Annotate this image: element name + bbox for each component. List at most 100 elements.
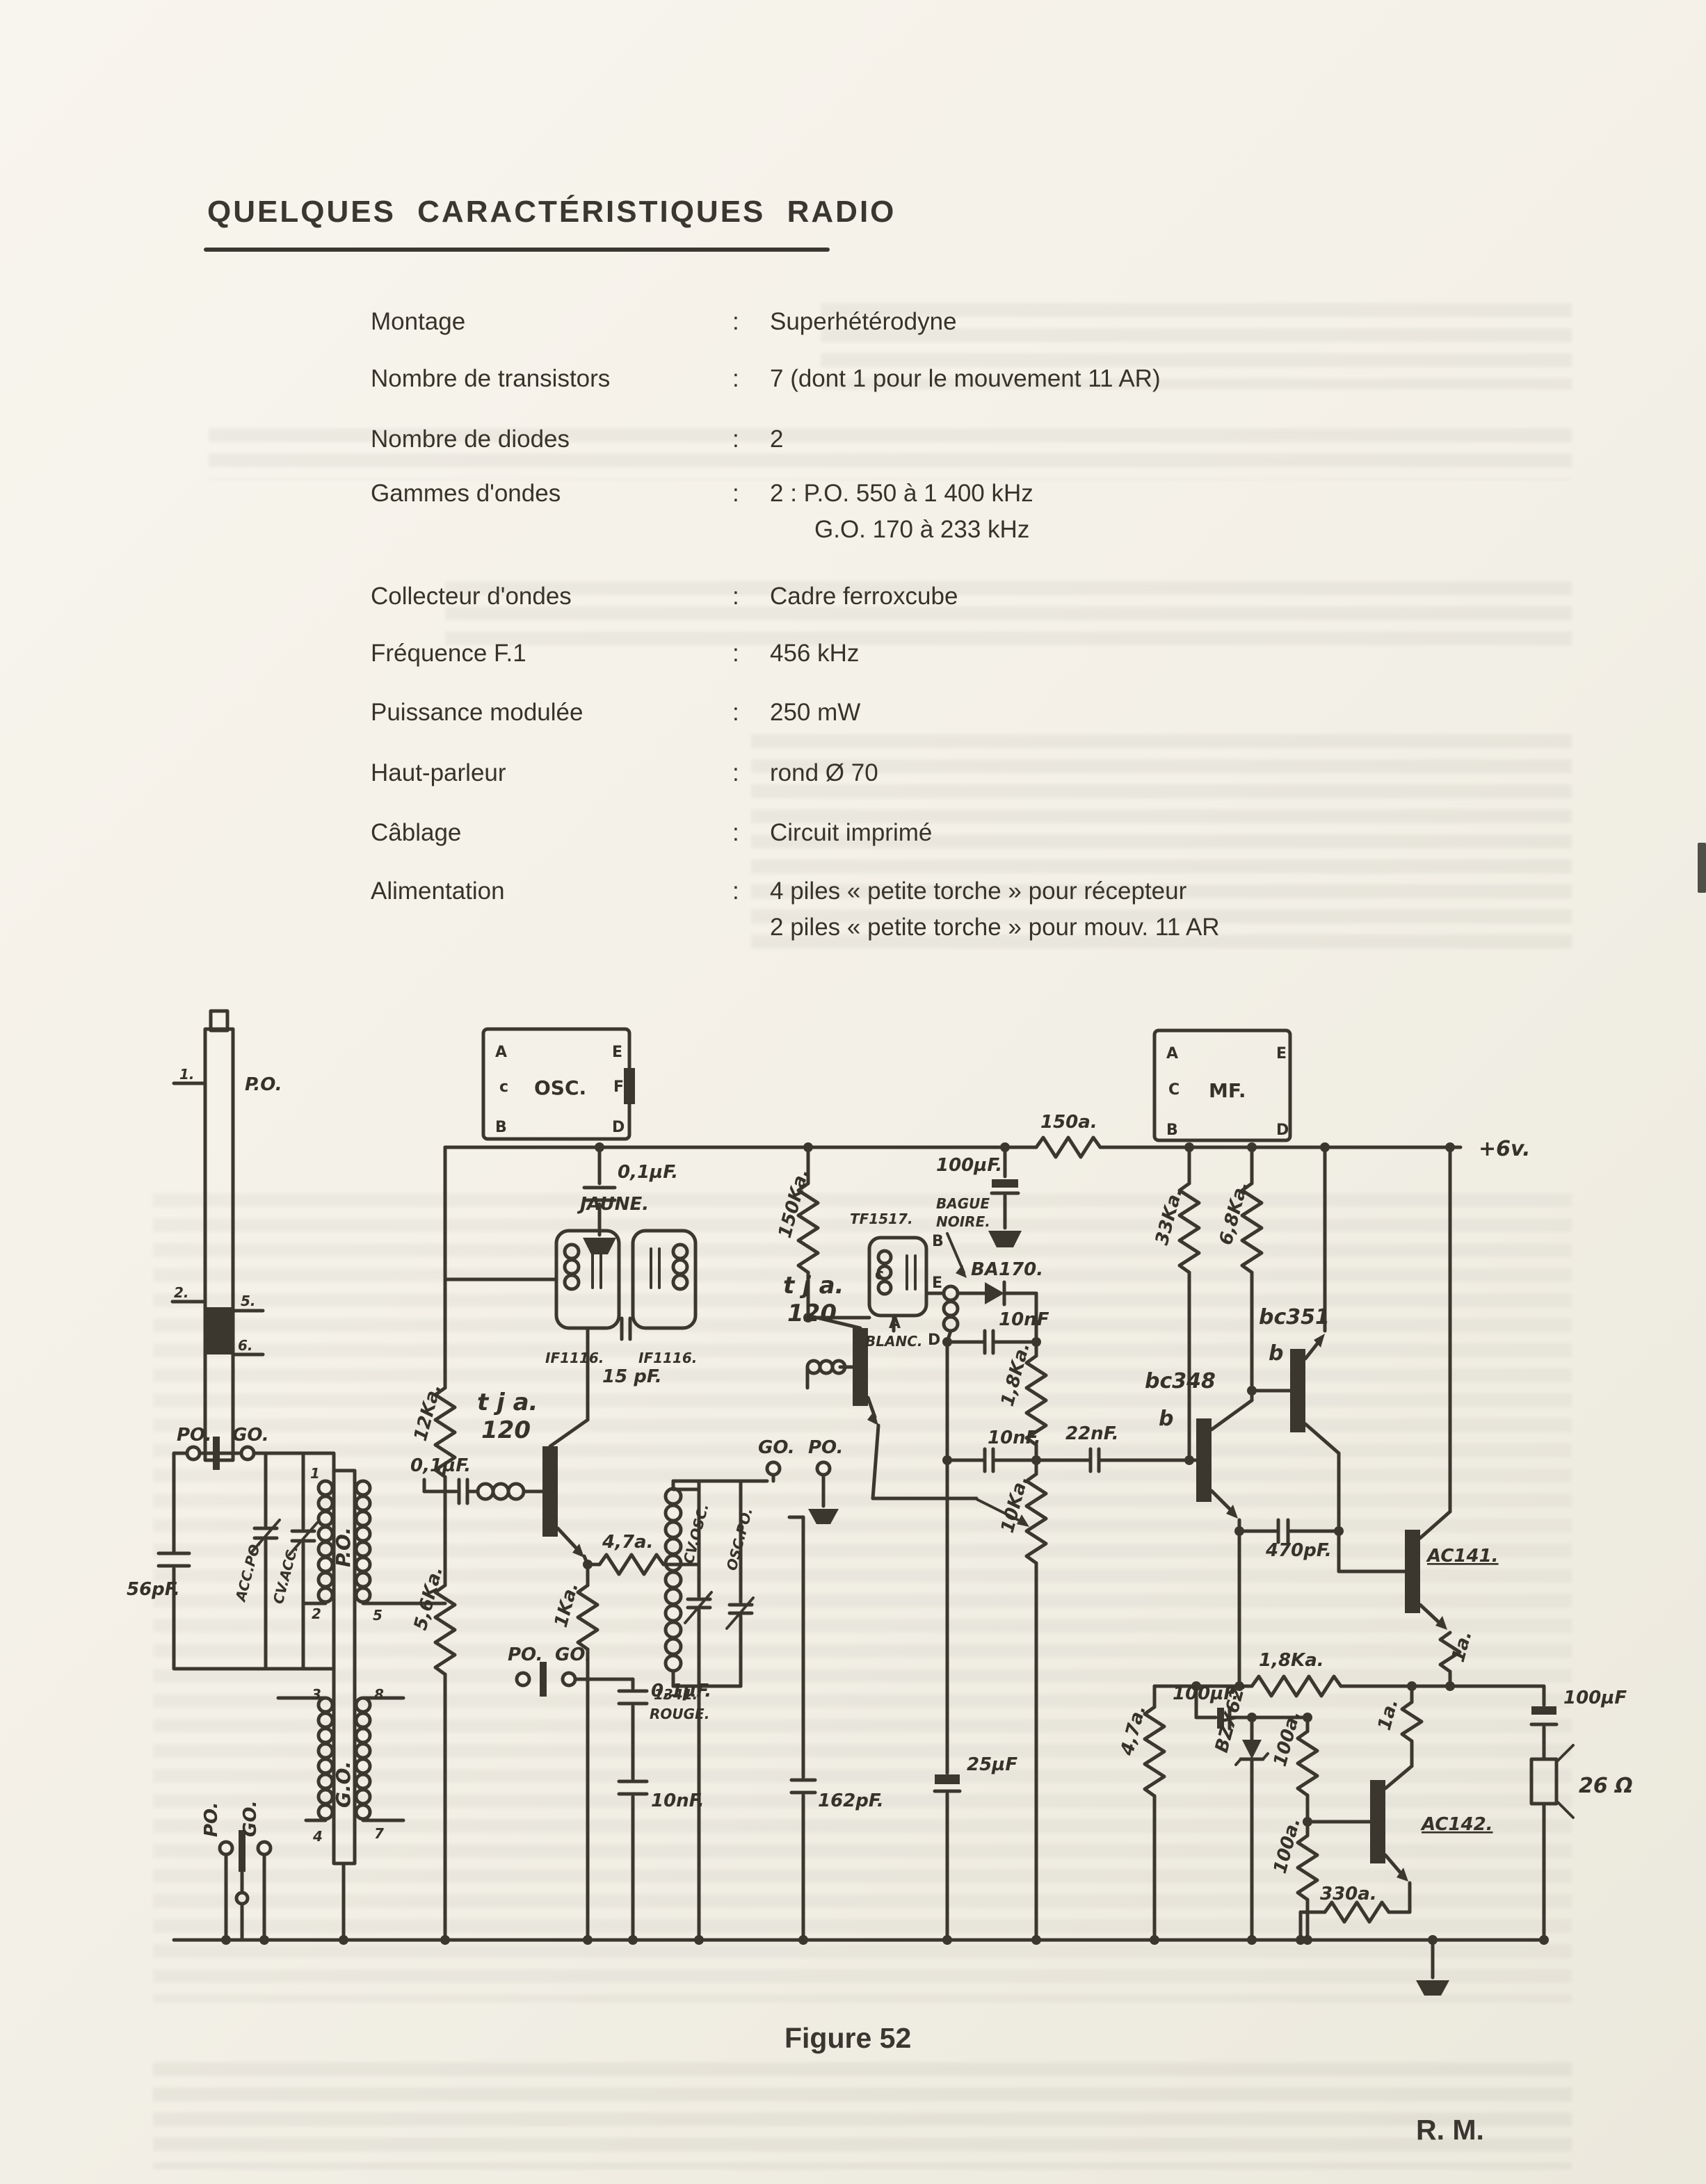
schematic-label: E: [1276, 1045, 1287, 1062]
schematic-label: B: [932, 1233, 944, 1250]
bleed-through: [751, 723, 1572, 953]
schematic-label: b: [1159, 1407, 1173, 1431]
spec-row: Nombre de diodes : 2: [371, 426, 1595, 502]
schematic-label: PO.: [201, 1802, 222, 1837]
spec-colon: :: [732, 819, 739, 846]
spec-colon: :: [732, 759, 739, 786]
schematic-label: 2: [312, 1605, 321, 1622]
schematic-label: 100µF.: [1173, 1683, 1239, 1704]
schematic-label: 1,8Ka.: [1259, 1650, 1324, 1671]
schematic-label: G.O.: [332, 1761, 355, 1808]
schematic-label: ACC.PO.: [232, 1538, 264, 1605]
spec-value-line1: 2: [770, 426, 784, 453]
schematic-label: 1Ka.: [551, 1580, 583, 1630]
schematic-label: CV.ACC.: [270, 1544, 302, 1606]
spec-row: Haut-parleur : rond Ø 70: [371, 759, 1595, 836]
schematic-label: 330a.: [1320, 1884, 1377, 1904]
schematic-label: NOIRE.: [936, 1213, 990, 1230]
schematic-label: 1a.: [1448, 1628, 1476, 1665]
schematic-label: B: [1166, 1122, 1178, 1139]
schematic-label: 162pF.: [818, 1790, 884, 1811]
spec-label: Fréquence F.1: [371, 640, 526, 667]
schematic-label: IF1116.: [638, 1350, 697, 1366]
schematic-label: 10nF.: [651, 1790, 705, 1811]
schematic-label: MF.: [1209, 1079, 1246, 1102]
spec-value: rond Ø 70: [770, 759, 878, 787]
spec-value-line1: 456 kHz: [770, 640, 860, 667]
spec-row: Câblage : Circuit imprimé: [371, 819, 1595, 896]
schematic-label: 470pF.: [1265, 1540, 1332, 1561]
spec-value: Circuit imprimé: [770, 819, 932, 847]
spec-label: Haut-parleur: [371, 759, 506, 786]
spec-colon: :: [732, 699, 739, 726]
spec-label: Câblage: [371, 819, 462, 846]
spec-row: Montage : Superhétérodyne: [371, 308, 1595, 385]
spec-row: Nombre de transistors : 7 (dont 1 pour l…: [371, 365, 1595, 442]
schematic-label: 4,7a.: [602, 1532, 653, 1553]
schematic-label: bc351: [1259, 1305, 1330, 1329]
schematic-label: A: [495, 1044, 507, 1061]
spec-row: Alimentation : 4 piles « petite torche »…: [371, 877, 1595, 954]
spec-colon: :: [732, 583, 739, 610]
spec-colon: :: [732, 426, 739, 453]
schematic-label: 1341.: [654, 1686, 698, 1703]
schematic-label: 5: [373, 1607, 383, 1624]
schematic-label: 12Ka.: [410, 1382, 446, 1443]
schematic-label: BLANC.: [865, 1333, 922, 1350]
schematic-label: 6.: [238, 1337, 253, 1354]
schematic-label: D: [1276, 1122, 1289, 1139]
spec-colon: :: [732, 365, 739, 392]
schematic-label: 1: [310, 1465, 320, 1482]
bleed-through: [445, 570, 1572, 654]
schematic-label: 1a.: [1374, 1697, 1403, 1733]
spec-value-line1: Superhétérodyne: [770, 308, 957, 335]
bleed-through: [821, 292, 1572, 389]
spec-value: 250 mW: [770, 699, 860, 727]
schematic-label: JAUNE.: [577, 1194, 649, 1215]
schematic-label: t j a.: [477, 1389, 538, 1416]
spec-value-line2: 2 piles « petite torche » pour mouv. 11 …: [770, 914, 1220, 941]
schematic-label: 25µF: [967, 1754, 1017, 1775]
spec-value-line1: 4 piles « petite torche » pour récepteur: [770, 877, 1187, 905]
schematic-wires: [156, 1009, 1575, 1996]
schematic-label: ROUGE.: [650, 1706, 709, 1722]
schematic-label: 7: [374, 1825, 384, 1842]
schematic-label: GO.: [555, 1644, 592, 1665]
spec-value: 4 piles « petite torche » pour récepteur…: [770, 877, 1220, 941]
schematic-label: 26 Ω: [1579, 1774, 1633, 1798]
schematic-label: 2.: [174, 1284, 189, 1301]
schematic-label: 10nF: [999, 1309, 1049, 1330]
schematic-label: 22nF.: [1065, 1423, 1119, 1444]
schematic-label: 120: [481, 1416, 531, 1444]
schematic-label: 4,7a.: [1117, 1703, 1150, 1758]
schematic-label: GO.: [758, 1437, 795, 1458]
schematic-label: t j a.: [783, 1272, 844, 1300]
scan-artifact: [1698, 843, 1706, 893]
spec-label: Puissance modulée: [371, 699, 584, 726]
schematic-label: 0,1µF.: [618, 1162, 678, 1183]
page-title: QUELQUES CARACTÉRISTIQUES RADIO: [207, 195, 896, 229]
spec-value-line1: Circuit imprimé: [770, 819, 933, 846]
schematic-label: AC141.: [1426, 1546, 1499, 1567]
schematic-label: 120: [787, 1300, 837, 1327]
schematic-label: OSC.PO.: [723, 1506, 756, 1573]
schematic-label: 150Ka.: [775, 1167, 813, 1240]
schematic-label: B: [495, 1119, 507, 1136]
spec-colon: :: [732, 308, 739, 335]
schematic-label: bc348: [1145, 1369, 1216, 1393]
footer-initials: R. M.: [1416, 2114, 1484, 2146]
schematic-label: A: [1166, 1045, 1178, 1062]
schematic-label: 100µF.: [936, 1155, 1002, 1176]
schematic-label: PO.: [508, 1644, 542, 1665]
schematic-label: 1,8Ka.: [997, 1341, 1034, 1409]
spec-value: Cadre ferroxcube: [770, 583, 958, 610]
schematic-label: 8: [374, 1686, 384, 1703]
schematic-label: PO.: [808, 1437, 843, 1458]
schematic-label: 1.: [179, 1066, 195, 1083]
schematic-label: E: [932, 1275, 942, 1292]
spec-value: 456 kHz: [770, 640, 859, 668]
schematic-label: 56pF.: [127, 1579, 180, 1600]
figure-caption: Figure 52: [784, 2022, 912, 2054]
schematic-label: E: [612, 1044, 622, 1061]
